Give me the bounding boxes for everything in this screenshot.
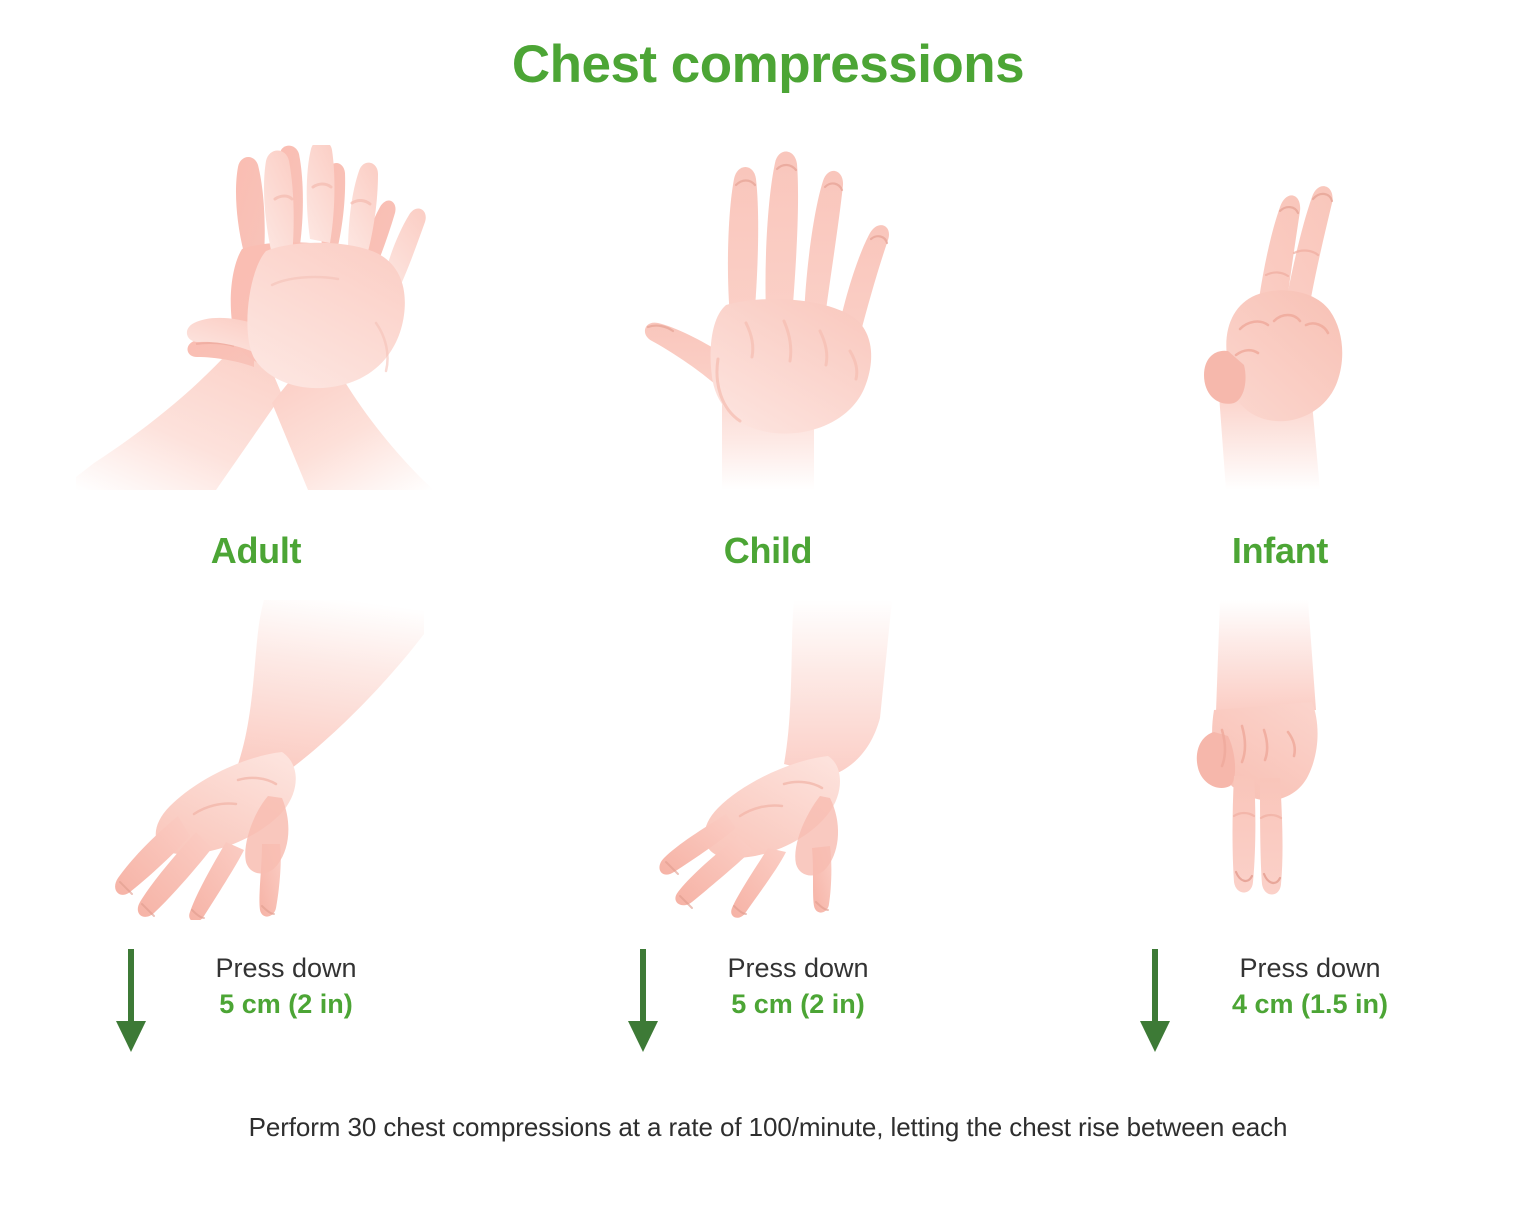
arrow-wrap-infant — [1125, 945, 1185, 1054]
press-depth-adult: 5 cm (2 in) — [219, 988, 353, 1019]
press-block-child: Press down 5 cm (2 in) — [512, 945, 1024, 1054]
adult-hand-side-view-icon — [115, 600, 424, 920]
arrow-wrap-adult — [101, 945, 161, 1054]
adult-top-illustration — [0, 120, 512, 490]
single-open-hand-icon — [644, 151, 889, 490]
press-depth-infant: 4 cm (1.5 in) — [1231, 988, 1389, 1019]
two-fingers-down-icon — [1196, 600, 1318, 895]
column-label-child: Child — [723, 530, 813, 571]
down-arrow-icon — [1140, 949, 1170, 1052]
press-label-child: Press down — [727, 953, 869, 983]
press-text-adult: Press down 5 cm (2 in) — [161, 945, 411, 1022]
column-label-infant: Infant — [1231, 530, 1329, 571]
child-hand-side-view-icon — [659, 600, 892, 918]
infant-bottom-illustration — [1024, 600, 1536, 930]
page-title: Chest compressions — [511, 35, 1025, 94]
column-label-adult: Adult — [210, 530, 302, 571]
column-adult: Adult — [0, 120, 512, 1080]
infant-top-illustration — [1024, 120, 1536, 490]
press-label-infant: Press down — [1239, 953, 1381, 983]
child-bottom-illustration — [512, 600, 1024, 930]
press-depth-child: 5 cm (2 in) — [731, 988, 865, 1019]
press-text-infant: Press down 4 cm (1.5 in) — [1185, 945, 1435, 1022]
down-arrow-icon — [628, 949, 658, 1052]
press-block-adult: Press down 5 cm (2 in) — [0, 945, 512, 1054]
down-arrow-icon — [116, 949, 146, 1052]
press-block-infant: Press down 4 cm (1.5 in) — [1024, 945, 1536, 1054]
press-label-adult: Press down — [215, 953, 357, 983]
adult-bottom-illustration — [0, 600, 512, 930]
footer-instruction: Perform 30 chest compressions at a rate … — [248, 1112, 1288, 1142]
column-infant: Infant — [1024, 120, 1536, 1080]
two-fingers-up-icon — [1204, 186, 1343, 490]
child-top-illustration — [512, 120, 1024, 490]
arrow-wrap-child — [613, 945, 673, 1054]
two-stacked-hands-icon — [76, 145, 434, 490]
press-text-child: Press down 5 cm (2 in) — [673, 945, 923, 1022]
column-child: Child — [512, 120, 1024, 1080]
technique-columns: Adult — [0, 120, 1536, 1080]
